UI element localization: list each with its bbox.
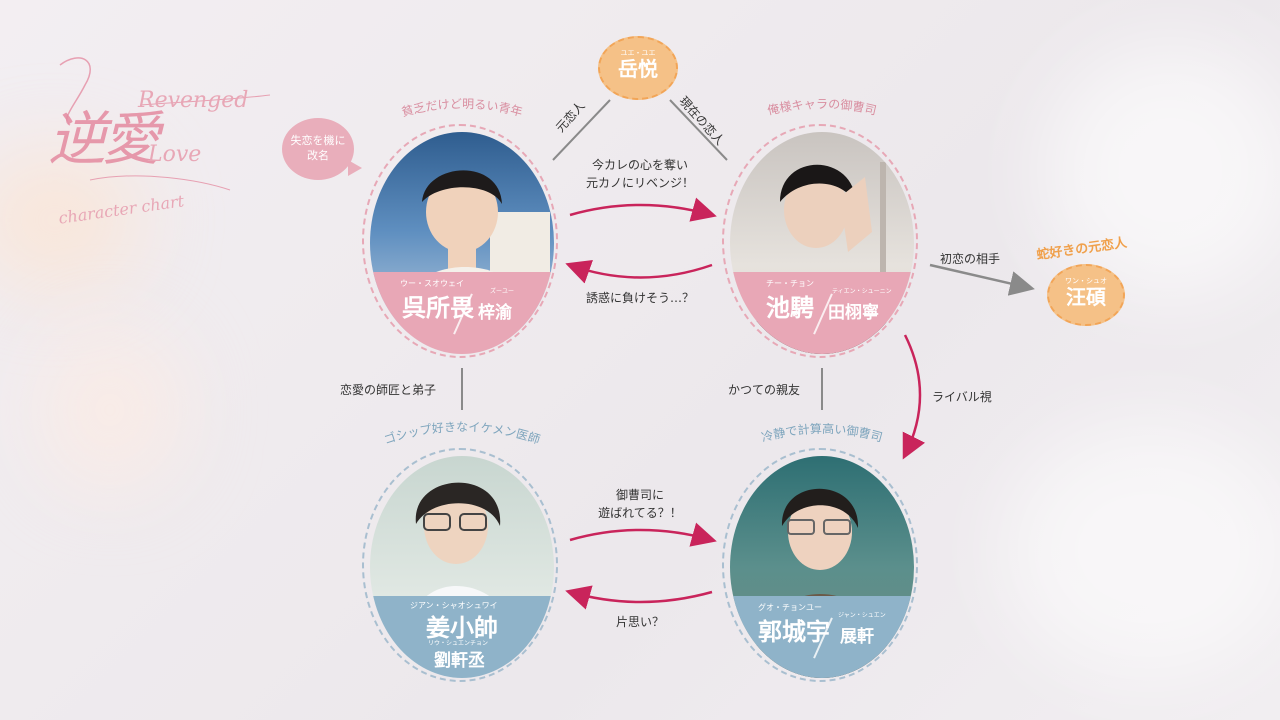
chi-title: 俺様キャラの御曹司 xyxy=(766,97,878,118)
ex-badge: ユエ・ユエ 岳悦 xyxy=(598,36,678,100)
label-jiang-to-guo-2: 遊ばれてる？！ xyxy=(598,506,682,520)
guo-title: 冷静で計算高い御曹司 xyxy=(760,421,884,445)
logo-script-lower: Love xyxy=(148,142,202,167)
guo-role-kana: グオ・チョンユー xyxy=(758,603,822,612)
label-jiang-to-guo: 御曹司に 遊ばれてる？！ xyxy=(570,486,710,522)
guo-actor-name: 展軒 xyxy=(840,627,874,647)
chi-role-kana: チー・チョン xyxy=(766,279,814,288)
label-jiang-to-guo-1: 御曹司に xyxy=(615,488,664,502)
svg-text:俺様キャラの御曹司: 俺様キャラの御曹司 xyxy=(766,97,878,118)
character-guo[interactable]: グオ・チョンユー 郭城宇 ジャン・シュエン 展軒 xyxy=(722,448,918,682)
rename-bubble: 失恋を機に 改名 xyxy=(282,118,354,180)
character-jiang[interactable]: ジアン・シャオシュワイ 姜小帥 リウ・シュエンチョン 劉軒丞 xyxy=(362,448,558,682)
label-chi-wang: 初恋の相手 xyxy=(940,252,1001,266)
chi-role-name: 池騁 xyxy=(766,293,814,322)
guo-dashed-ring xyxy=(722,448,918,682)
ex-name: 岳悦 xyxy=(618,57,658,81)
jiang-role-kana: ジアン・シャオシュワイ xyxy=(410,601,498,610)
bubble-line1: 失恋を機に xyxy=(290,134,346,147)
wu-title-arc: 貧乏だけど明るい青年 xyxy=(400,97,524,119)
arrow-chi-to-wu xyxy=(565,259,713,284)
line-ex-chi xyxy=(669,99,728,161)
wu-title: 貧乏だけど明るい青年 xyxy=(400,97,524,119)
label-chi-guo: かつての親友 xyxy=(728,383,801,397)
jiang-role-name: 姜小帥 xyxy=(426,613,498,642)
label-guo-rival: ライバル視 xyxy=(932,390,992,404)
guo-role-name: 郭城宇 xyxy=(758,617,830,646)
character-wu[interactable]: ウー・スオウェイ 呉所畏 ズーユー 梓渝 xyxy=(362,124,558,358)
guo-actor-kana: ジャン・シュエン xyxy=(838,612,886,619)
label-wu-to-chi-2: 元カノにリベンジ！ xyxy=(585,176,694,190)
jiang-actor-kana: リウ・シュエンチョン xyxy=(428,640,489,647)
chi-actor-name: 田栩寧 xyxy=(828,303,879,323)
jiang-title-arc: ゴシップ好きなイケメン医師 xyxy=(382,420,542,447)
jiang-dashed-ring xyxy=(362,448,558,682)
logo-script xyxy=(59,57,271,191)
logo: 逆愛 Revenged Love character chart xyxy=(30,30,280,250)
character-chi[interactable]: チー・チョン 池騁 ティエン・シューニン 田栩寧 xyxy=(722,124,918,358)
label-wu-jiang: 恋愛の師匠と弟子 xyxy=(340,383,437,397)
logo-kanji: 逆愛 xyxy=(48,105,160,173)
svg-text:ゴシップ好きなイケメン医師: ゴシップ好きなイケメン医師 xyxy=(382,420,542,447)
logo-script-upper: Revenged xyxy=(138,88,249,113)
chi-title-arc: 俺様キャラの御曹司 xyxy=(766,97,878,118)
line-ex-wu xyxy=(552,99,611,161)
svg-text:冷静で計算高い御曹司: 冷静で計算高い御曹司 xyxy=(760,421,884,445)
bubble-line2: 改名 xyxy=(307,149,329,162)
chi-dashed-ring xyxy=(722,124,918,358)
chi-actor-kana: ティエン・シューニン xyxy=(832,288,892,295)
wang-name: 汪碩 xyxy=(1066,285,1106,309)
ex-kana: ユエ・ユエ xyxy=(620,49,656,57)
label-wu-to-chi: 今カレの心を奪い 元カノにリベンジ！ xyxy=(570,156,710,192)
wang-kana: ワン・シュオ xyxy=(1065,277,1107,285)
wu-actor-name: 梓渝 xyxy=(478,303,512,323)
arrow-guo-to-jiang xyxy=(565,585,713,610)
jiang-title: ゴシップ好きなイケメン医師 xyxy=(382,420,542,447)
jiang-actor-name: 劉軒丞 xyxy=(434,651,485,671)
label-wu-to-chi-1: 今カレの心を奪い xyxy=(591,158,688,172)
guo-title-arc: 冷静で計算高い御曹司 xyxy=(760,421,884,445)
wu-role-kana: ウー・スオウェイ xyxy=(400,279,464,288)
arrow-chi-to-wang xyxy=(929,263,1035,296)
wang-badge: ワン・シュオ 汪碩 xyxy=(1047,264,1125,326)
arrow-wu-to-chi xyxy=(569,197,717,222)
bubble-tail xyxy=(348,160,362,176)
label-chi-to-wu: 誘惑に負けそう…？ xyxy=(585,291,694,305)
label-guo-to-jiang: 片思い？ xyxy=(615,615,664,629)
arrow-jiang-to-guo xyxy=(569,522,717,547)
wu-actor-kana: ズーユー xyxy=(490,288,515,295)
wu-dashed-ring xyxy=(362,124,558,358)
svg-text:貧乏だけど明るい青年: 貧乏だけど明るい青年 xyxy=(400,97,524,119)
wu-role-name: 呉所畏 xyxy=(402,293,474,322)
